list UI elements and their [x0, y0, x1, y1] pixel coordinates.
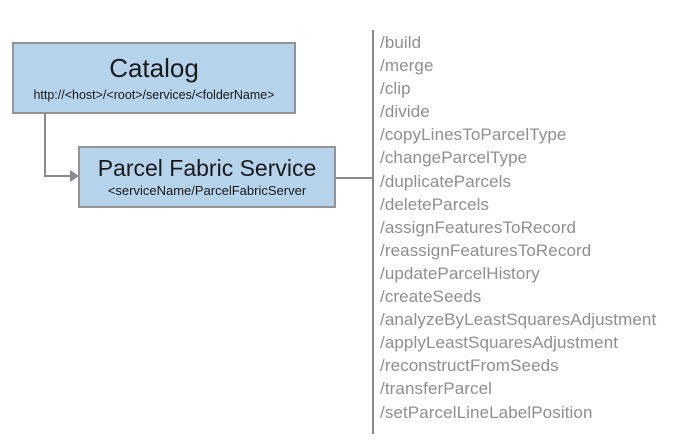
node-catalog-url: http://<host>/<root>/services/<folderNam… — [33, 87, 275, 102]
arrow-right-icon — [70, 170, 79, 182]
operation-item[interactable]: /setParcelLineLabelPosition — [380, 402, 593, 422]
operation-item[interactable]: /duplicateParcels — [380, 171, 512, 191]
connector-catalog-to-service-vertical — [44, 113, 46, 177]
operation-item[interactable]: /deleteParcels — [380, 194, 490, 214]
operation-item[interactable]: /divide — [380, 102, 430, 122]
operation-item[interactable]: /createSeeds — [380, 287, 482, 307]
operation-item[interactable]: /applyLeastSquaresAdjustment — [380, 333, 619, 353]
operation-item[interactable]: /transferParcel — [380, 379, 493, 399]
operations-divider — [372, 30, 374, 434]
node-catalog-title: Catalog — [109, 53, 199, 84]
operations-list: /build /merge /clip /divide /copyLinesTo… — [380, 31, 680, 424]
operation-item[interactable]: /merge — [380, 56, 434, 76]
operation-item[interactable]: /updateParcelHistory — [380, 263, 540, 283]
node-parcel-fabric-service-path: <serviceName/ParcelFabricServer — [107, 183, 307, 199]
connector-catalog-to-service-horizontal — [44, 175, 72, 177]
operation-item[interactable]: /clip — [380, 79, 411, 99]
node-catalog[interactable]: Catalog http://<host>/<root>/services/<f… — [12, 42, 296, 114]
operation-item[interactable]: /reassignFeaturesToRecord — [380, 240, 592, 260]
operation-item[interactable]: /changeParcelType — [380, 148, 528, 168]
operation-item[interactable]: /copyLinesToParcelType — [380, 125, 567, 145]
operation-item[interactable]: /analyzeByLeastSquaresAdjustment — [380, 310, 657, 330]
node-parcel-fabric-service[interactable]: Parcel Fabric Service <serviceName/Parce… — [78, 146, 336, 208]
connector-service-to-operations — [336, 177, 373, 179]
node-parcel-fabric-service-title: Parcel Fabric Service — [97, 155, 317, 182]
operation-item[interactable]: /reconstructFromSeeds — [380, 356, 559, 376]
operation-item[interactable]: /build — [380, 33, 422, 52]
operation-item[interactable]: /assignFeaturesToRecord — [380, 217, 577, 237]
